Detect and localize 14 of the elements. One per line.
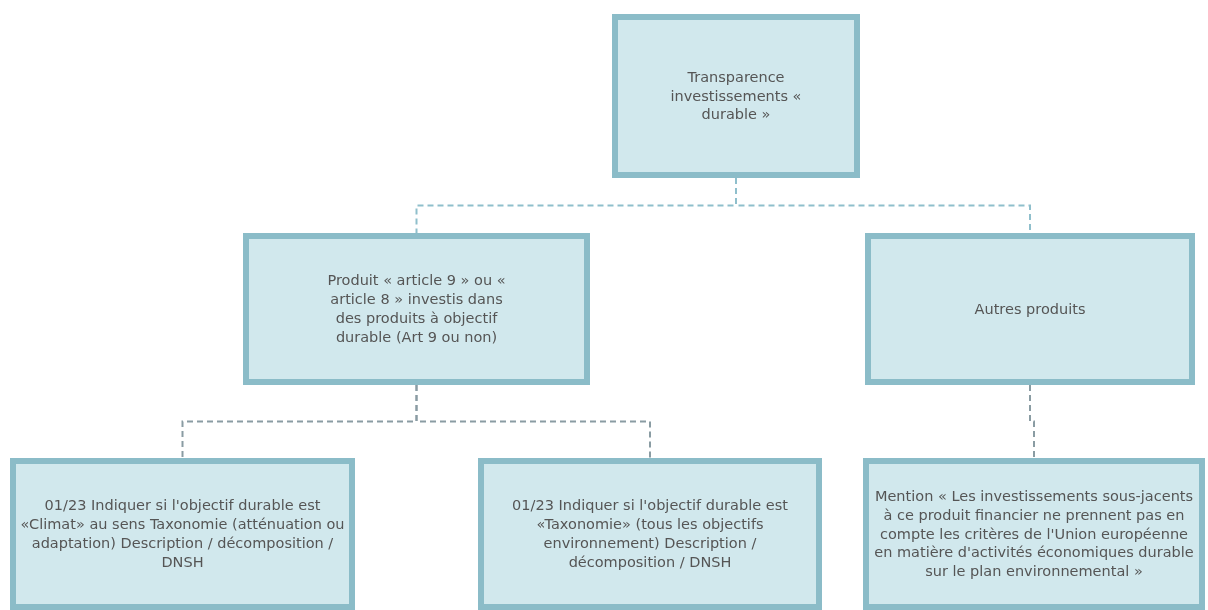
connector-line [415,384,651,459]
box-text: Mention « Les investissements sous-jacents à ce produit financier ne prennent pas en compte les critères de l'Union européenne en matière d'activités économiques durable sur le plan environnemental » [873,486,1195,582]
process-box [478,458,822,610]
box-text: Transparence investissements « durable » [669,67,803,125]
box-text: Autres produits [974,299,1086,319]
box-text: 01/23 Indiquer si l'objectif durable est «Climat» au sens Taxonomie (atténuation ou adaptation) Description / décomposition / DNSH [19,496,346,572]
process-box [243,233,590,385]
process-box [865,233,1195,385]
process-box [10,458,355,610]
box-text: 01/23 Indiquer si l'objectif durable est «Taxonomie» (tous les objectifs environnement) Description / décomposition / DNSH [511,496,789,572]
process-box [863,458,1205,610]
box-text: Produit « article 9 » ou « article 8 » investis dans des produits à objectif durable (Art 9 ou non) [326,271,507,347]
connector-line [1029,384,1035,459]
process-box [612,14,860,178]
